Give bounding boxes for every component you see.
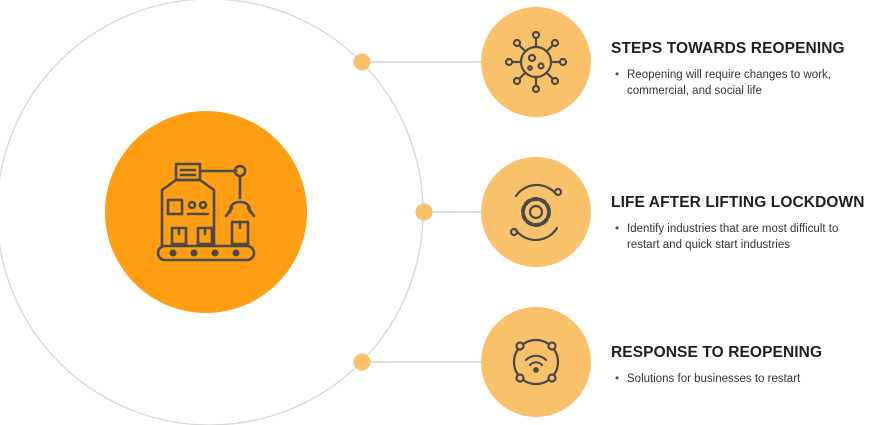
connector-dot-2 (415, 203, 433, 221)
wifi-network-icon (512, 338, 560, 386)
gear-cycle-icon (509, 183, 563, 242)
connector-dot-1 (353, 53, 371, 71)
item-title: RESPONSE TO REOPENING (611, 344, 823, 361)
item-bullet: Identify industries that are most diffic… (611, 221, 866, 253)
item-bullet: Reopening will require changes to work, … (611, 67, 866, 99)
virus-icon (504, 30, 568, 94)
factory-robot-arm-icon (156, 162, 256, 262)
connector-dot-3 (353, 353, 371, 371)
item-circle-2 (481, 157, 591, 267)
item-bullet: Solutions for businesses to restart (611, 371, 866, 387)
item-title: LIFE AFTER LIFTING LOCKDOWN (611, 194, 865, 211)
item-circle-1 (481, 7, 591, 117)
item-title: STEPS TOWARDS REOPENING (611, 40, 845, 57)
item-steps-towards-reopening: STEPS TOWARDS REOPENING Reopening will r… (611, 40, 866, 99)
center-circle (105, 111, 307, 313)
item-response-to-reopening: RESPONSE TO REOPENING Solutions for busi… (611, 344, 866, 387)
item-life-after-lifting-lockdown: LIFE AFTER LIFTING LOCKDOWN Identify ind… (611, 194, 866, 253)
